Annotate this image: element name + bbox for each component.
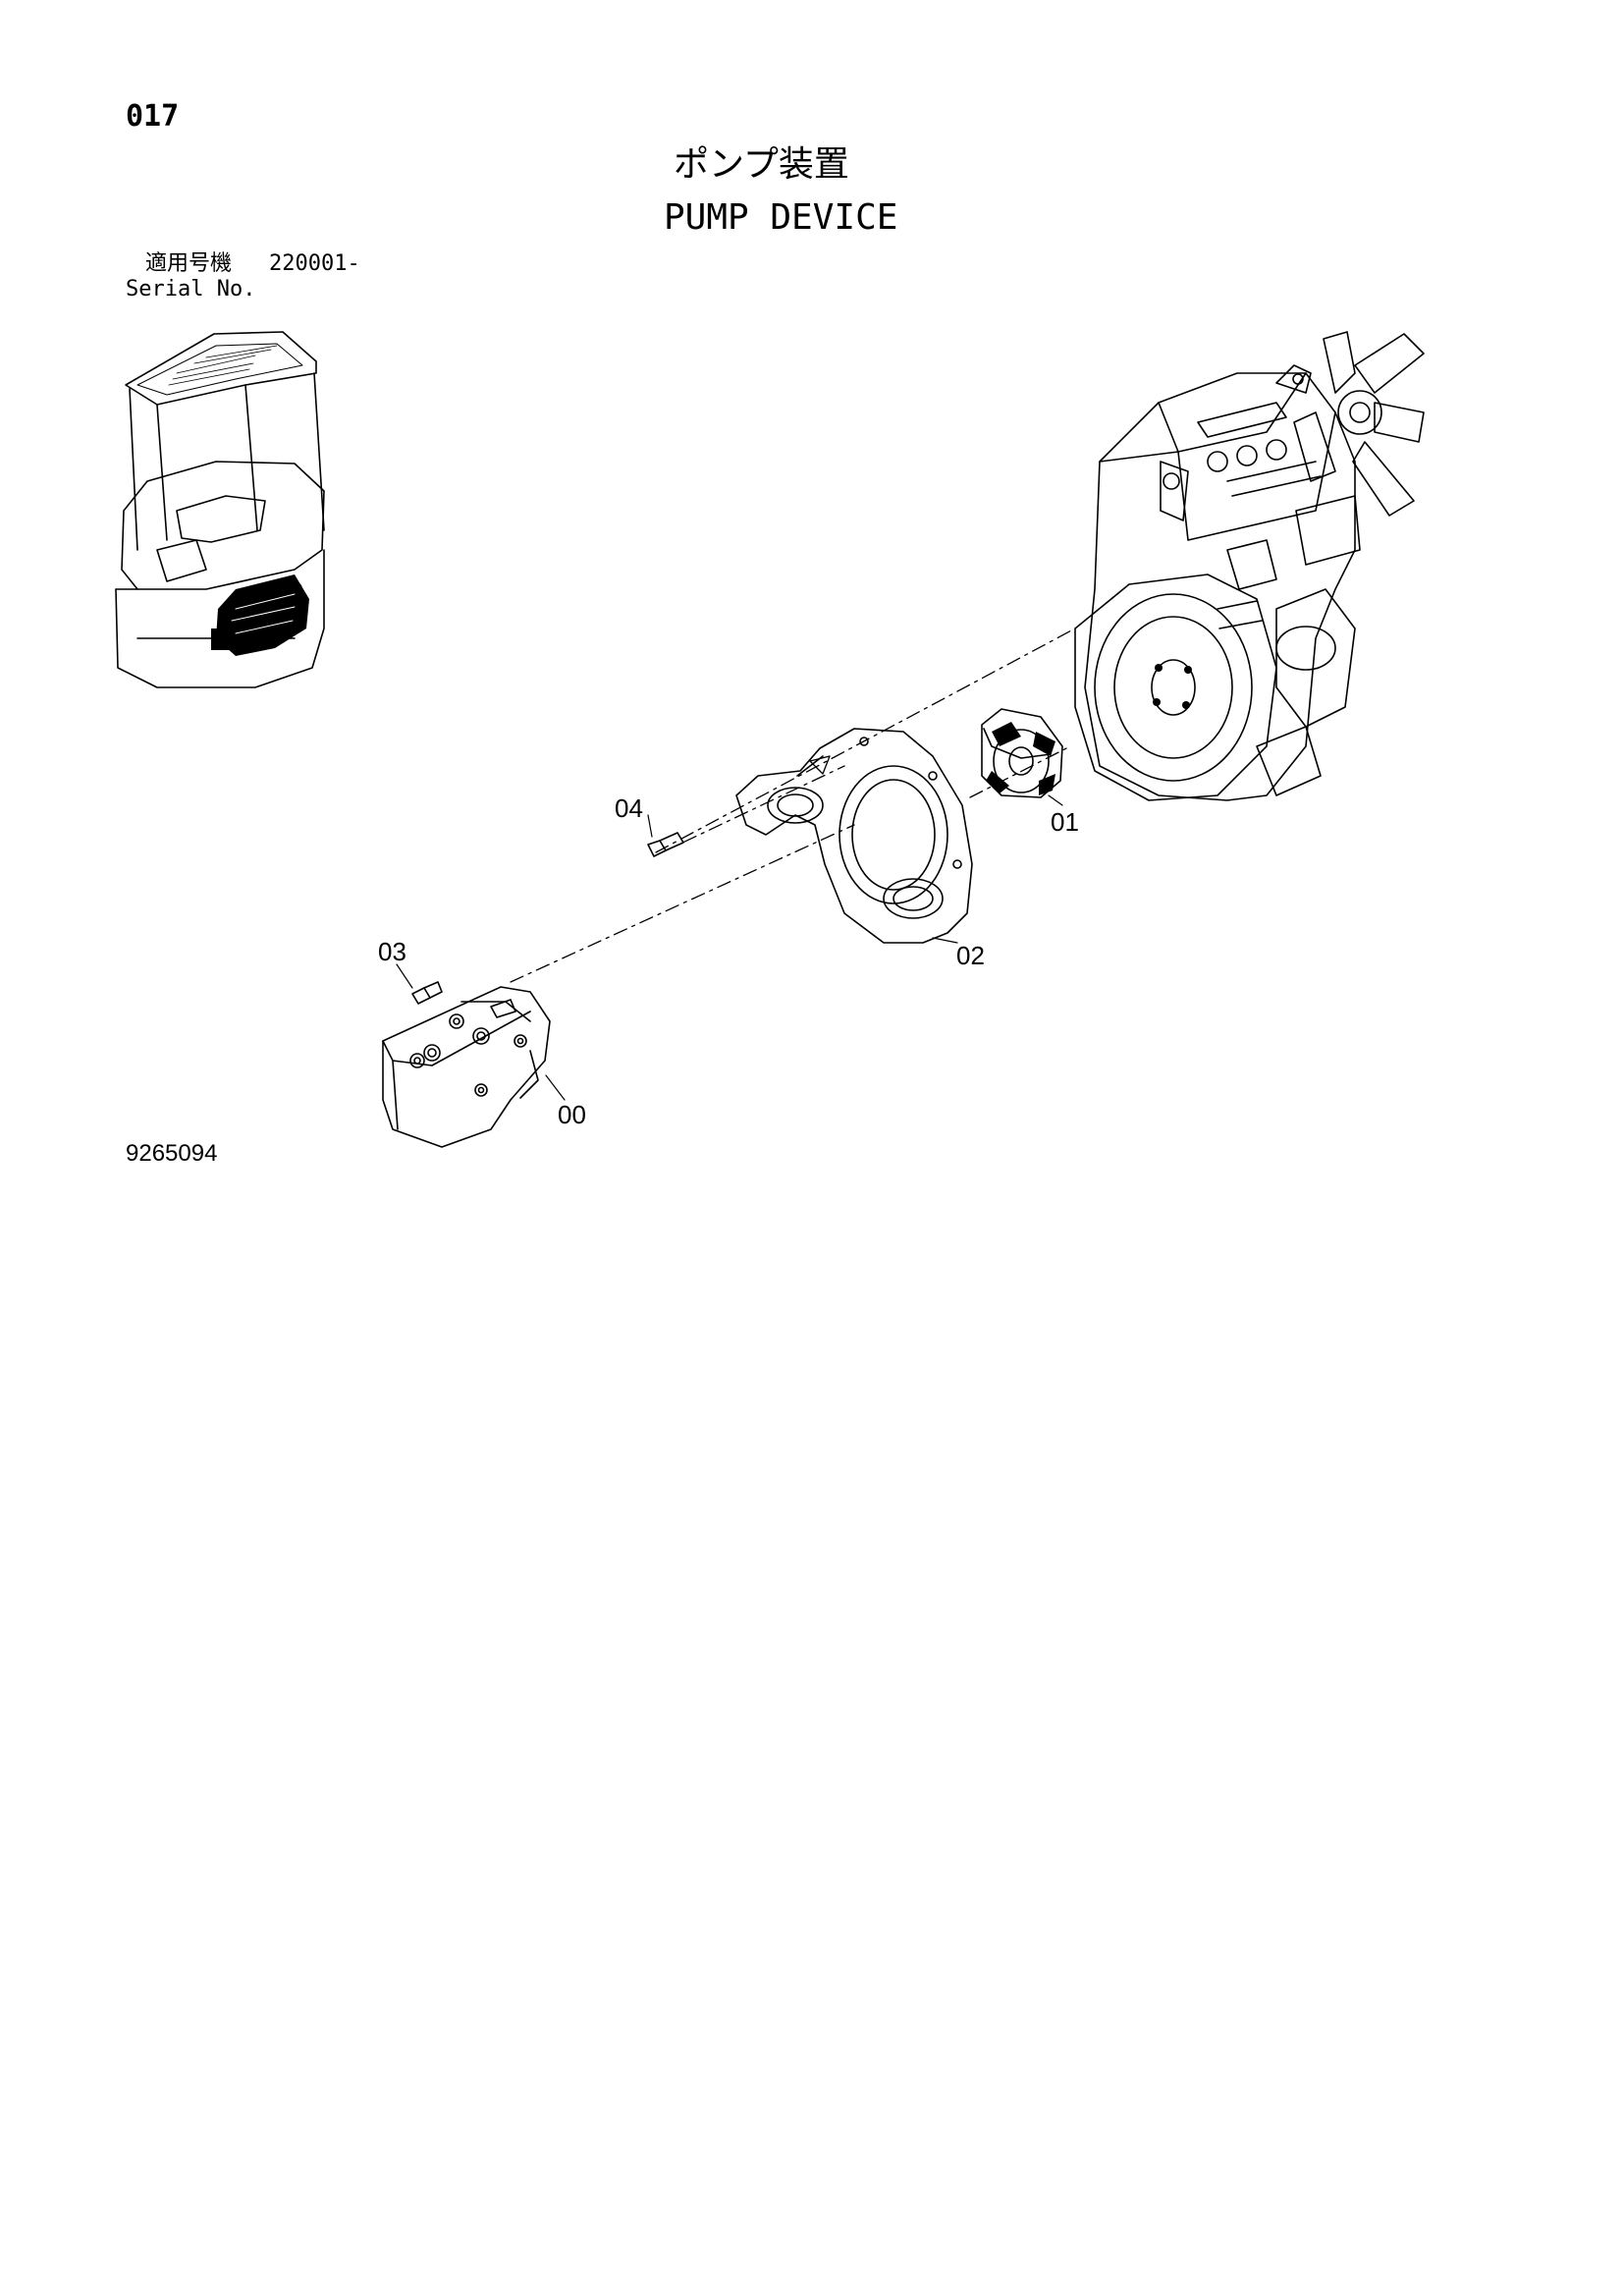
callout-03: 03 xyxy=(378,937,406,966)
part-02-flange xyxy=(735,728,973,944)
page-title-english: PUMP DEVICE xyxy=(664,197,898,238)
pump-location-marker xyxy=(211,574,309,656)
assembly-lines xyxy=(510,628,1076,983)
engine-assembly xyxy=(1074,331,1425,801)
serial-range: 220001- xyxy=(269,251,360,276)
page-title-japanese: ポンプ装置 xyxy=(674,144,849,185)
callout-04: 04 xyxy=(615,793,643,823)
callout-02: 02 xyxy=(956,941,985,970)
part-01-coupling xyxy=(981,708,1063,806)
part-00-pump xyxy=(382,986,566,1148)
part-04-bolt xyxy=(647,814,684,857)
serial-label-english: Serial No. xyxy=(126,277,256,301)
figure-number: 9265094 xyxy=(126,1140,218,1167)
part-03-bolt xyxy=(396,963,443,1005)
serial-label-japanese: 適用号機 xyxy=(145,251,233,276)
machine-overview-thumbnail xyxy=(115,331,325,688)
callout-01: 01 xyxy=(1051,807,1079,837)
callout-00: 00 xyxy=(558,1100,586,1129)
page-number: 017 xyxy=(126,99,180,134)
